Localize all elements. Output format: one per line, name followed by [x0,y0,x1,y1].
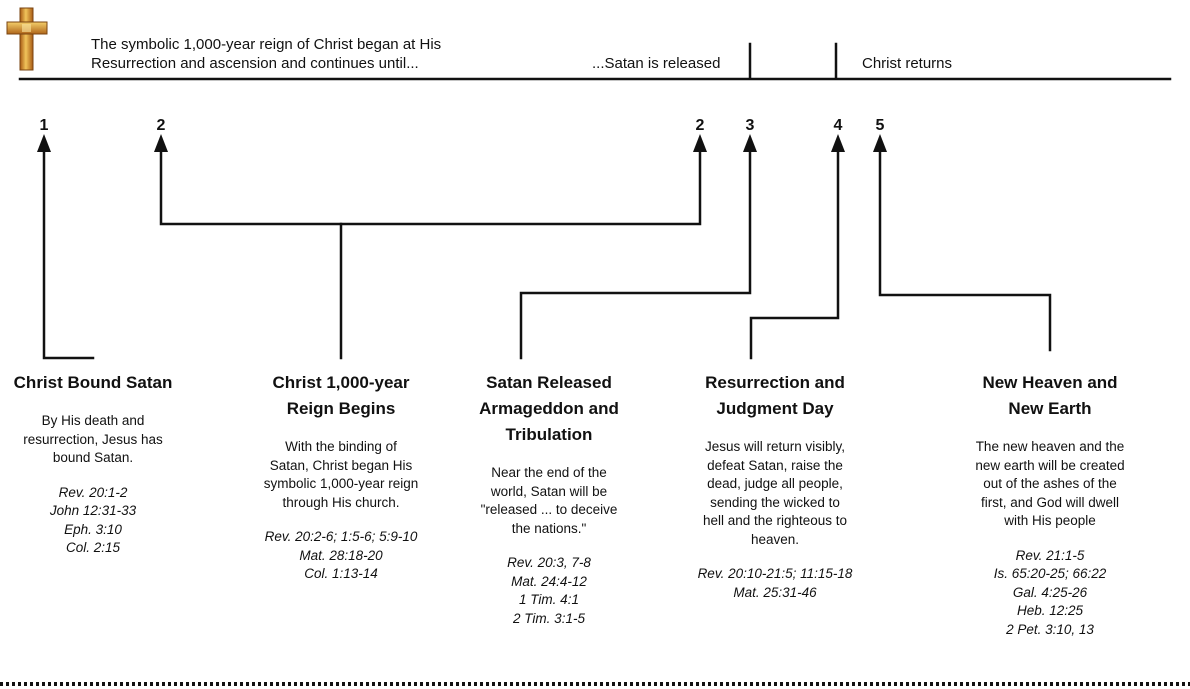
intro-line-1: The symbolic 1,000-year reign of Christ … [91,36,442,53]
marker-2-right: 2 [695,117,705,134]
connector-5 [878,148,1052,352]
marker-1: 1 [39,117,49,134]
marker-2-left: 2 [156,117,166,134]
column-title: New Heaven and New Earth [982,373,1118,418]
column-reign-begins: Christ 1,000-year Reign Begins With the … [231,370,451,584]
column-references: Rev. 20:1-2 John 12:31-33 Eph. 3:10 Col.… [49,484,137,556]
column-satan-released: Satan Released Armageddon and Tribulatio… [466,370,632,628]
connector-3 [519,148,752,360]
marker-5: 5 [875,117,885,134]
satan-released-label: ...Satan is released [592,55,721,72]
connector-1 [42,148,95,360]
connector-4 [749,148,840,360]
column-references: Rev. 21:1-5 Is. 65:20-25; 66:22 Gal. 4:2… [993,547,1107,637]
column-title: Christ Bound Satan [13,373,173,392]
christ-returns-label: Christ returns [862,55,953,72]
column-references: Rev. 20:10-21:5; 11:15-18 Mat. 25:31-46 [697,566,853,600]
arrow-up-icon [873,134,887,152]
column-description: With the binding of Satan, Christ began … [263,439,419,510]
connector-2 [159,148,702,226]
cross-icon [6,7,48,71]
column-new-heaven-earth: New Heaven and New Earth The new heaven … [950,370,1150,639]
arrow-up-icon [37,134,51,152]
intro-line-2: Resurrection and ascension and continues… [91,55,419,72]
column-title: Resurrection and Judgment Day [705,373,845,418]
marker-4: 4 [833,117,843,134]
column-references: Rev. 20:2-6; 1:5-6; 5:9-10 Mat. 28:18-20… [264,529,418,581]
column-description: Near the end of the world, Satan will be… [480,465,618,536]
column-description: By His death and resurrection, Jesus has… [23,413,163,465]
marker-3: 3 [745,117,755,134]
arrow-up-icon [831,134,845,152]
column-description: Jesus will return visibly, defeat Satan,… [702,439,848,547]
column-references: Rev. 20:3, 7-8 Mat. 24:4-12 1 Tim. 4:1 2… [507,555,591,626]
column-christ-bound-satan: Christ Bound Satan By His death and resu… [0,370,186,558]
column-title: Satan Released Armageddon and Tribulatio… [479,373,619,444]
arrow-up-icon [743,134,757,152]
arrow-up-icon [693,134,707,152]
column-description: The new heaven and the new earth will be… [975,439,1125,528]
column-title: Christ 1,000-year Reign Begins [272,373,410,418]
arrow-up-icon [154,134,168,152]
column-judgment-day: Resurrection and Judgment Day Jesus will… [665,370,885,602]
